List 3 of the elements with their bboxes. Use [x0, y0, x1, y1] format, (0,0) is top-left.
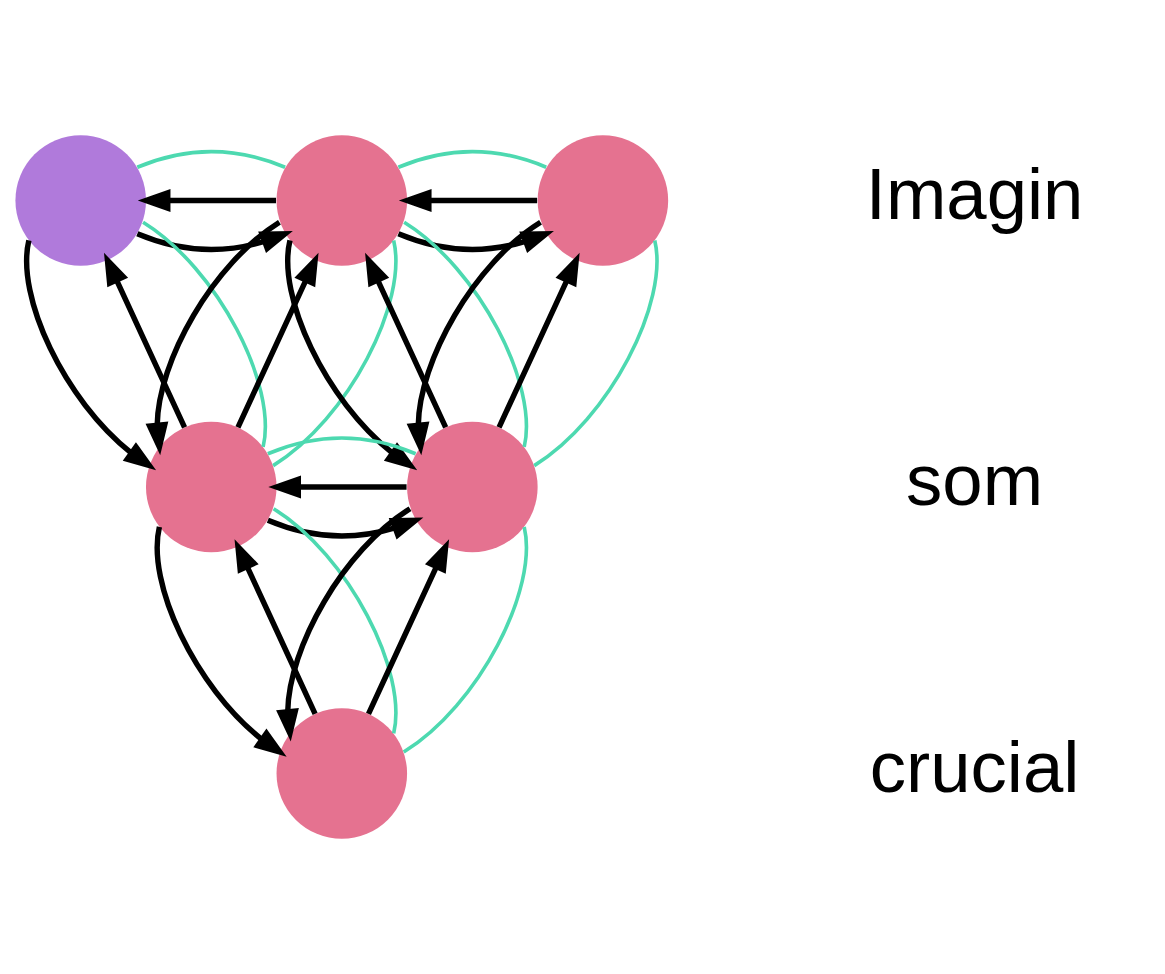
- label: som: [906, 439, 1044, 521]
- label: crucial: [869, 725, 1080, 807]
- label: Imagin: [865, 152, 1084, 234]
